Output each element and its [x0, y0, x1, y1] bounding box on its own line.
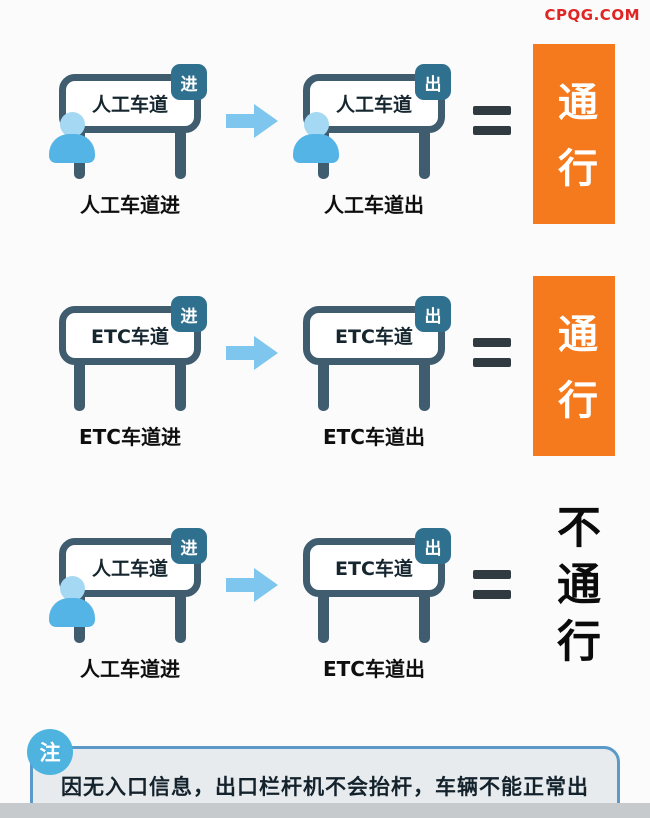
sign-leg — [419, 365, 430, 411]
sign-leg — [175, 133, 186, 179]
sign-leg — [175, 365, 186, 411]
toll-sign-plate: ETC车道 出 — [303, 296, 451, 365]
sign-label: ETC车道进 — [79, 425, 181, 449]
sign-label: 人工车道出 — [324, 193, 424, 217]
arrow-right-icon — [220, 336, 284, 370]
person-body — [293, 134, 339, 163]
equals-icon — [464, 106, 520, 135]
row-manual-in-etc-out: 人工车道 进 人工车道进 ETC车道 出 — [40, 504, 650, 682]
person-head — [303, 112, 329, 137]
rows-container: 人工车道 进 人工车道进 人工车道 出 — [40, 44, 650, 682]
sign-legs — [318, 597, 430, 643]
note-badge: 注 — [27, 729, 73, 775]
equals-bar — [473, 126, 511, 135]
sign-leg — [318, 597, 329, 643]
toll-sign-text: 人工车道 — [335, 94, 412, 116]
watermark: CPQG.COM — [544, 6, 640, 24]
entry-badge: 进 — [171, 64, 207, 100]
toll-sign-group-right: ETC车道 出 ETC车道出 — [284, 288, 464, 450]
sign-label: ETC车道出 — [323, 657, 425, 681]
equals-icon — [464, 570, 520, 599]
result-text: 通行 — [551, 313, 597, 445]
person-body — [49, 134, 95, 163]
toll-sign-text: ETC车道 — [91, 326, 169, 348]
toll-sign-group-right: 人工车道 出 人工车道出 — [284, 56, 464, 218]
row-etc-in-etc-out: ETC车道 进 ETC车道进 ETC车道 出 — [40, 276, 650, 456]
person-icon — [292, 112, 340, 163]
row-manual-in-manual-out: 人工车道 进 人工车道进 人工车道 出 — [40, 44, 650, 224]
person-icon — [48, 576, 96, 627]
equals-bar — [473, 570, 511, 579]
toll-sign-plate: ETC车道 出 — [303, 528, 451, 597]
toll-sign-plate: 人工车道 出 — [303, 64, 451, 133]
sign-legs — [318, 365, 430, 411]
no-pass-result-text: 不通行 — [549, 504, 600, 675]
sign-leg — [74, 365, 85, 411]
equals-bar — [473, 590, 511, 599]
pass-result-box: 通行 — [533, 276, 615, 456]
toll-sign-text: ETC车道 — [335, 326, 413, 348]
sign-leg — [419, 597, 430, 643]
result-cell: 通行 — [520, 276, 628, 456]
person-head — [59, 112, 85, 137]
toll-sign-group-left: 人工车道 进 人工车道进 — [40, 520, 220, 682]
footer-band — [0, 803, 650, 818]
sign-leg — [419, 133, 430, 179]
equals-bar — [473, 106, 511, 115]
entry-badge: 进 — [171, 528, 207, 564]
entry-badge: 进 — [171, 296, 207, 332]
sign-legs — [74, 365, 186, 411]
equals-icon — [464, 338, 520, 367]
exit-badge: 出 — [415, 64, 451, 100]
sign-label: ETC车道出 — [323, 425, 425, 449]
result-cell: 不通行 — [520, 504, 628, 675]
result-text: 通行 — [551, 81, 597, 213]
arrow-right-icon — [220, 104, 284, 138]
toll-sign-plate: ETC车道 进 — [59, 296, 207, 365]
equals-bar — [473, 338, 511, 347]
pass-result-box: 通行 — [533, 44, 615, 224]
person-head — [59, 576, 85, 601]
sign-leg — [318, 365, 329, 411]
sign-leg — [175, 597, 186, 643]
sign-label: 人工车道进 — [80, 193, 180, 217]
toll-sign-text: 人工车道 — [91, 94, 168, 116]
toll-sign-text: ETC车道 — [335, 558, 413, 580]
person-body — [49, 598, 95, 627]
exit-badge: 出 — [415, 296, 451, 332]
result-cell: 通行 — [520, 44, 628, 224]
person-icon — [48, 112, 96, 163]
arrow-right-icon — [220, 568, 284, 602]
toll-sign-group-left: ETC车道 进 ETC车道进 — [40, 288, 220, 450]
sign-label: 人工车道进 — [80, 657, 180, 681]
toll-sign-group-left: 人工车道 进 人工车道进 — [40, 56, 220, 218]
exit-badge: 出 — [415, 528, 451, 564]
toll-sign-group-right: ETC车道 出 ETC车道出 — [284, 520, 464, 682]
equals-bar — [473, 358, 511, 367]
toll-sign-text: 人工车道 — [91, 558, 168, 580]
